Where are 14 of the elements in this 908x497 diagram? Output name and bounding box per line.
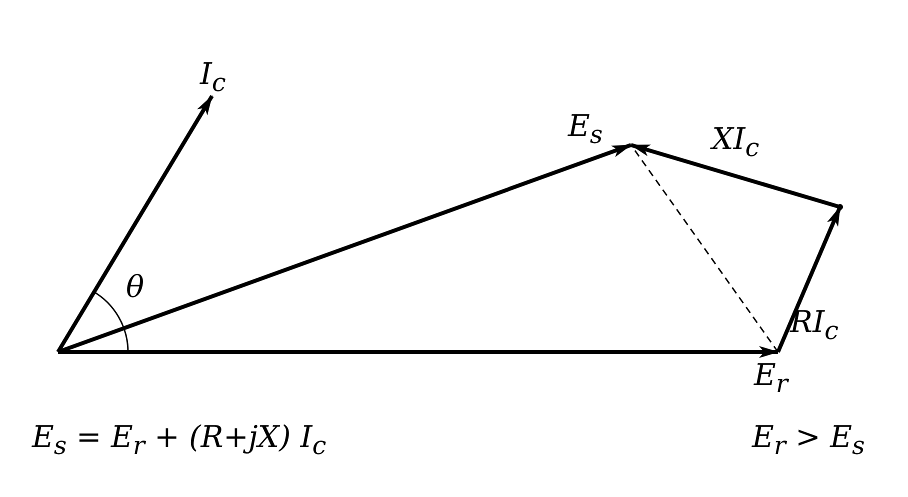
phasor-label: E$_{s}$ bbox=[568, 110, 632, 150]
phasor-arrow bbox=[58, 346, 779, 358]
phasor-arrow bbox=[630, 143, 841, 209]
edge-label: XI$_{c}$ bbox=[712, 122, 760, 164]
phasor-arrow bbox=[776, 206, 842, 353]
phasor-arrow bbox=[57, 143, 632, 354]
phasor-vertex bbox=[837, 204, 843, 210]
equation: E$_{s}$ = E$_{r}$ + (R+jX) I$_{c}$ bbox=[32, 420, 326, 462]
edge-label: RI$_{c}$ bbox=[790, 305, 838, 347]
angle-label: θ bbox=[126, 270, 144, 306]
phasor-label: I$_{c}$ bbox=[200, 58, 244, 98]
phasor-label: E$_{r}$ bbox=[754, 351, 798, 397]
phasor-arrow bbox=[56, 94, 214, 354]
equation: E$_{r}$ > E$_{s}$ bbox=[752, 420, 865, 462]
